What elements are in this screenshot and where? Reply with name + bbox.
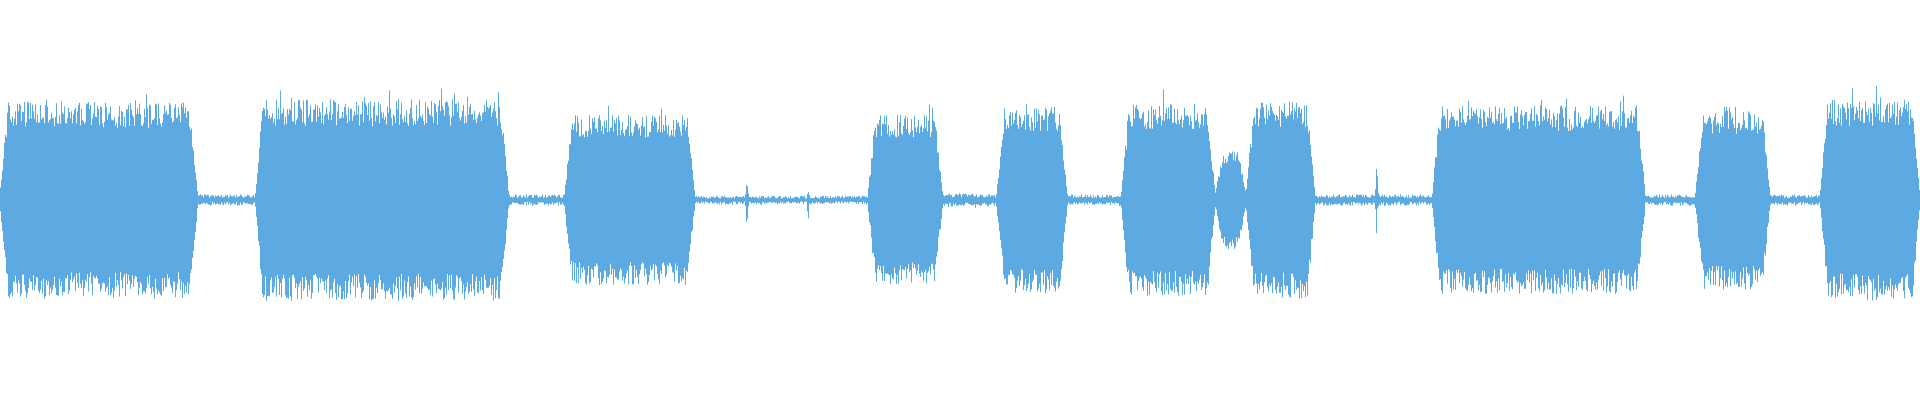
waveform-bars: [0, 86, 1920, 301]
waveform-trace: [0, 86, 1920, 301]
